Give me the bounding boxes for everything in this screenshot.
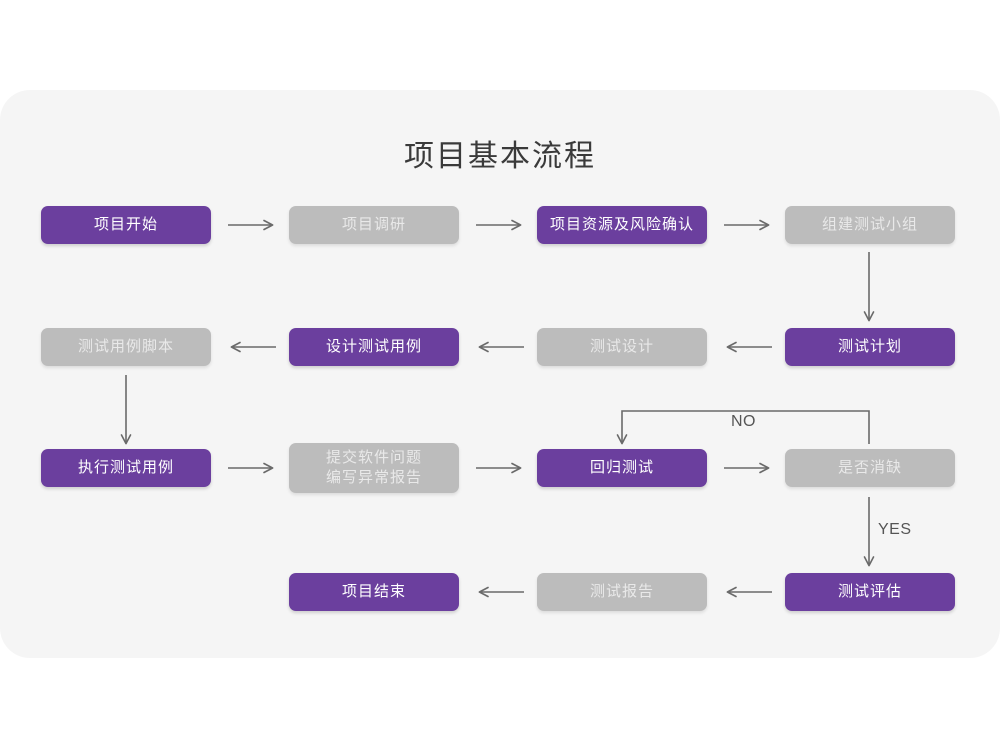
node-resource-risk-confirm[interactable]: 项目资源及风险确认	[537, 206, 707, 244]
node-project-start[interactable]: 项目开始	[41, 206, 211, 244]
node-test-plan[interactable]: 测试计划	[785, 328, 955, 366]
node-execute-test-case[interactable]: 执行测试用例	[41, 449, 211, 487]
node-test-report[interactable]: 测试报告	[537, 573, 707, 611]
node-submit-issue-report[interactable]: 提交软件问题 编写异常报告	[289, 443, 459, 493]
node-project-end[interactable]: 项目结束	[289, 573, 459, 611]
node-project-research[interactable]: 项目调研	[289, 206, 459, 244]
edge-label-no: NO	[731, 413, 756, 430]
node-form-test-team[interactable]: 组建测试小组	[785, 206, 955, 244]
node-design-test-case[interactable]: 设计测试用例	[289, 328, 459, 366]
node-test-evaluation[interactable]: 测试评估	[785, 573, 955, 611]
edge-label-yes: YES	[878, 521, 912, 538]
node-test-case-script[interactable]: 测试用例脚本	[41, 328, 211, 366]
node-test-design[interactable]: 测试设计	[537, 328, 707, 366]
page-title: 项目基本流程	[404, 140, 596, 173]
node-defect-cleared[interactable]: 是否消缺	[785, 449, 955, 487]
flowchart-card	[0, 90, 1000, 658]
node-regression-test[interactable]: 回归测试	[537, 449, 707, 487]
